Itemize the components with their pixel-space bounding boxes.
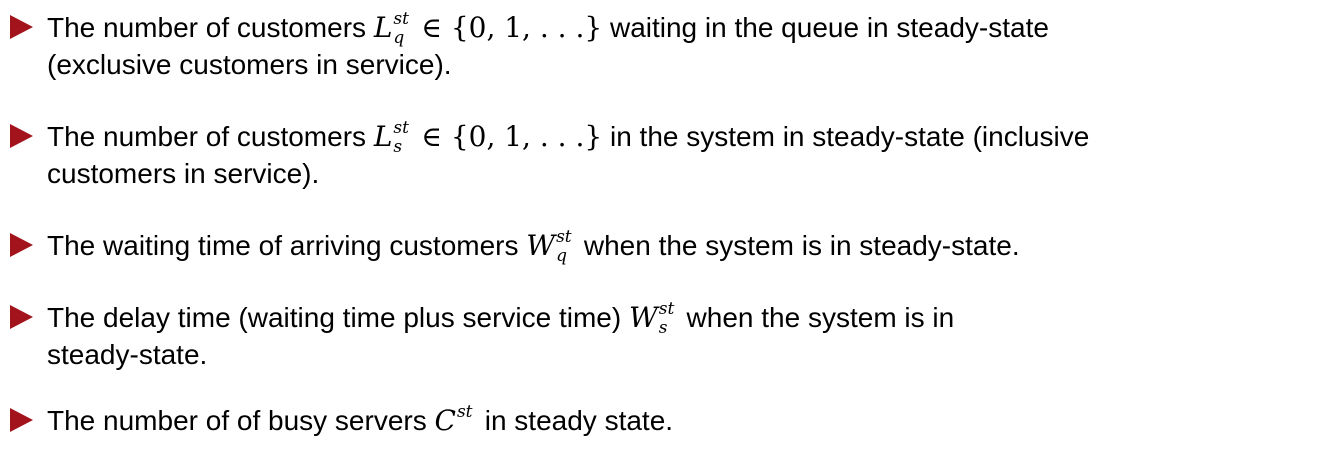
list-item: The waiting time of arriving customers W…	[10, 227, 1304, 265]
list-item: The delay time (waiting time plus servic…	[10, 299, 1304, 373]
bullet-triangle-icon	[10, 15, 33, 39]
item-text-pre: The waiting time of arriving customers	[47, 230, 519, 261]
item-text-pre: The delay time (waiting time plus servic…	[47, 302, 622, 333]
list-item-text: The delay time (waiting time plus servic…	[47, 299, 1304, 373]
list-item-text: The waiting time of arriving customers W…	[47, 227, 1304, 265]
math-superscript: st	[393, 118, 409, 138]
item-text-pre: The number of customers	[47, 12, 367, 43]
item-text-rest: when the system is in	[686, 302, 955, 333]
item-text-line2: steady-state.	[47, 339, 208, 370]
math-set-notation: ∈ {0, 1, . . .}	[421, 120, 603, 153]
math-superscript: st	[456, 402, 473, 422]
item-text-line2: (exclusive customers in service).	[47, 49, 452, 80]
math-superscript: st	[658, 299, 675, 319]
math-base: C	[434, 404, 456, 437]
item-text-rest: when the system is in steady-state.	[583, 230, 1020, 261]
math-subscript: q	[393, 28, 405, 48]
bullet-triangle-icon	[10, 233, 33, 257]
math-superscript: st	[556, 227, 572, 247]
math-base: L	[373, 11, 393, 44]
math-base: W	[628, 301, 658, 334]
math-set-notation: ∈ {0, 1, . . .}	[421, 11, 603, 44]
item-text-pre: The number of of busy servers	[47, 405, 427, 436]
math-base: W	[526, 229, 556, 262]
math-subscript: s	[393, 137, 403, 157]
item-text-line2: customers in service).	[47, 158, 320, 189]
math-superscript: st	[393, 9, 409, 29]
math-subscript: q	[556, 246, 567, 266]
bullet-triangle-icon	[10, 305, 33, 329]
item-text-rest: in the system in steady-state (inclusive	[609, 121, 1090, 152]
bullet-triangle-icon	[10, 408, 33, 432]
item-text-rest: in steady state.	[484, 405, 674, 436]
bullet-triangle-icon	[10, 124, 33, 148]
item-text-rest: waiting in the queue in steady-state	[609, 12, 1049, 43]
math-base: L	[373, 120, 393, 153]
math-subscript: s	[658, 318, 668, 338]
item-text-pre: The number of customers	[47, 121, 367, 152]
